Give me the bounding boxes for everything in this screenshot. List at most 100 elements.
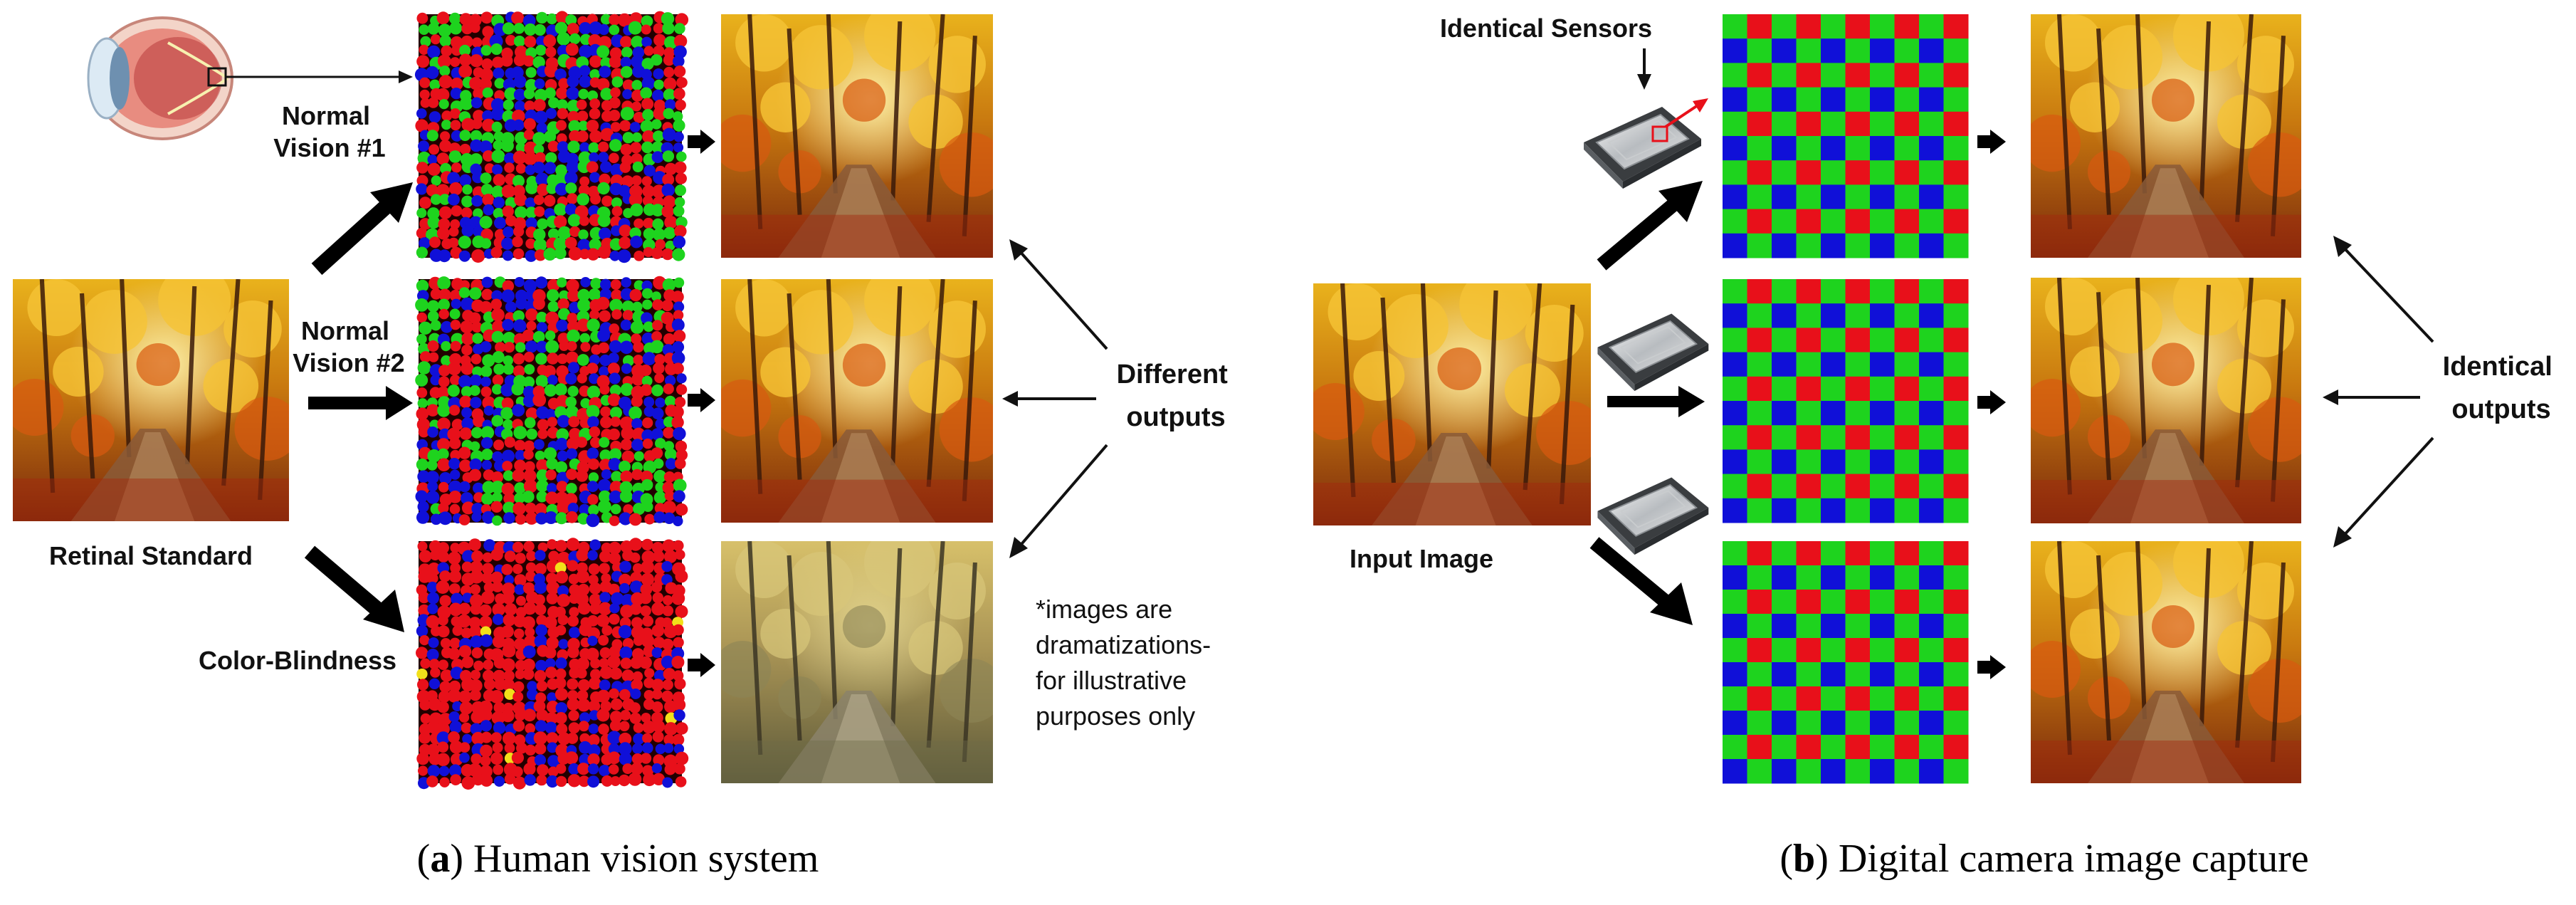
photoreceptor-cone (533, 99, 546, 112)
photoreceptor-cone (536, 775, 547, 786)
bayer-filter-cell (1796, 711, 1821, 736)
photoreceptor-cone (447, 172, 461, 185)
arrow-to-sensor-3-head (1650, 582, 1693, 625)
bayer-filter-cell (1821, 233, 1846, 258)
photoreceptor-cone (674, 763, 685, 775)
photoreceptor-cone (471, 550, 483, 563)
photoreceptor-cone (512, 119, 525, 131)
bayer-filter-cell (1772, 14, 1797, 39)
bayer-filter-cell (1772, 87, 1797, 113)
bayer-filter-cell (1845, 449, 1871, 475)
photoreceptor-cone (493, 197, 505, 209)
photoreceptor-cone (450, 320, 461, 330)
photoreceptor-cone (468, 469, 482, 481)
photoreceptor-cone (664, 99, 676, 110)
bayer-filter-cell (1821, 87, 1846, 113)
photoreceptor-cone (459, 752, 470, 763)
bayer-filter-cell (1796, 303, 1821, 328)
photoreceptor-cone (416, 312, 427, 323)
photoreceptor-cone (600, 88, 613, 100)
identical-outputs-arrows (2323, 236, 2434, 548)
photoreceptor-cone (579, 733, 590, 744)
photoreceptor-cone (641, 312, 653, 325)
photoreceptor-cone (473, 208, 483, 219)
photoreceptor-cone (565, 372, 577, 385)
photoreceptor-cone (555, 437, 569, 451)
photoreceptor-cone (525, 250, 537, 262)
photoreceptor-cone (620, 319, 632, 331)
photoreceptor-cone (653, 458, 664, 469)
photoreceptor-cone (429, 659, 440, 670)
photoreceptor-cone (532, 330, 545, 343)
bayer-filter-cell (1894, 590, 1920, 614)
bayer-filter-cell (1919, 87, 1944, 113)
photoreceptor-cone (599, 449, 611, 461)
photoreceptor-cone (480, 238, 492, 249)
photoreceptor-cone (515, 513, 527, 525)
photoreceptor-cone (610, 776, 621, 786)
photoreceptor-cone (611, 206, 623, 217)
photoreceptor-cone (523, 708, 536, 722)
photoreceptor-cone (450, 120, 461, 131)
photoreceptor-cone (589, 239, 601, 251)
photoreceptor-cone (419, 635, 430, 646)
photoreceptor-cone (641, 572, 654, 586)
photoreceptor-cone (544, 647, 557, 659)
photoreceptor-cone (662, 173, 675, 186)
bayer-filter-cell (1821, 662, 1846, 687)
photoreceptor-cone (673, 330, 686, 342)
photoreceptor-cone (483, 539, 496, 552)
photoreceptor-cone (491, 471, 503, 483)
photoreceptor-cone (537, 764, 549, 776)
photoreceptor-cone (415, 298, 429, 312)
bayer-filter-cell (1845, 759, 1871, 784)
photoreceptor-cone (427, 592, 439, 605)
photoreceptor-cone (448, 237, 459, 249)
photoreceptor-cone (622, 310, 634, 321)
bayer-filter-cell (1821, 279, 1846, 304)
photoreceptor-cone (438, 23, 452, 37)
photoreceptor-cone (502, 679, 515, 691)
photoreceptor-cone (428, 97, 439, 108)
photoreceptor-cone (436, 753, 450, 767)
photoreceptor-cone (590, 436, 601, 449)
photoreceptor-cone (527, 681, 537, 692)
photoreceptor-cone (441, 110, 453, 122)
photoreceptor-cone (416, 12, 429, 24)
photoreceptor-cone (450, 543, 461, 553)
photoreceptor-cone (565, 182, 577, 194)
photoreceptor-cone (480, 720, 493, 732)
photoreceptor-cone (620, 383, 634, 396)
bayer-filter-cell (1796, 279, 1821, 304)
photoreceptor-cone (426, 460, 438, 471)
bayer-filter-cell (1870, 209, 1895, 234)
bayer-filter-cell (1845, 686, 1871, 711)
photoreceptor-cone (673, 427, 686, 441)
photoreceptor-cone (473, 482, 484, 494)
photoreceptor-cone (471, 427, 483, 439)
photoreceptor-cone (587, 744, 601, 757)
photoreceptor-cone (674, 23, 685, 34)
photoreceptor-cone (534, 88, 548, 103)
photoreceptor-cone (439, 66, 451, 77)
bayer-filter-cell (1919, 63, 1944, 88)
photoreceptor-cone (607, 731, 621, 745)
photoreceptor-cone (577, 193, 589, 206)
photoreceptor-cone (512, 365, 525, 377)
photoreceptor-cone (493, 701, 505, 713)
photoreceptor-cone (587, 318, 600, 332)
bayer-filter-cell (1894, 711, 1920, 736)
photoreceptor-cone (630, 235, 643, 249)
arrow-to-sensor-2-head (1678, 386, 1705, 417)
photoreceptor-cone (536, 459, 549, 472)
photoreceptor-cone (416, 668, 428, 680)
photoreceptor-cone (480, 626, 492, 637)
bayer-filter-cell (1772, 425, 1797, 450)
photoreceptor-cone (653, 491, 667, 504)
photoreceptor-cone (450, 108, 461, 119)
photoreceptor-cone (587, 614, 599, 627)
photoreceptor-cone (599, 679, 611, 691)
photoreceptor-cone (675, 458, 686, 469)
photoreceptor-cone (493, 140, 503, 151)
photoreceptor-cone (673, 478, 687, 493)
